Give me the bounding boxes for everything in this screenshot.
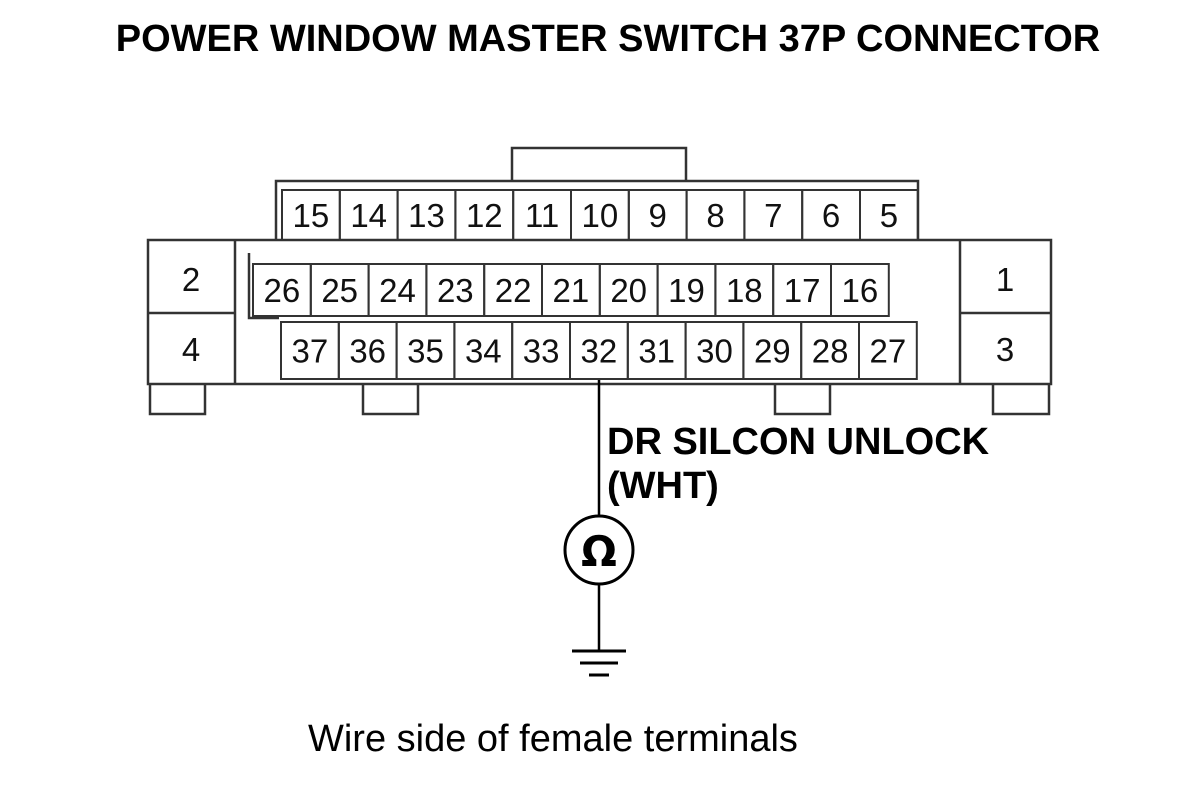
ohmmeter-icon: Ω xyxy=(563,514,635,586)
connector-foot xyxy=(773,384,832,416)
wire-label-name: DR SILCON UNLOCK xyxy=(607,421,990,463)
pin-label-24: 24 xyxy=(379,272,416,309)
pin-label-29: 29 xyxy=(754,333,791,370)
pin-label-8: 8 xyxy=(706,197,724,234)
pin-label-37: 37 xyxy=(292,333,329,370)
pin-label-18: 18 xyxy=(726,272,763,309)
pin-label-16: 16 xyxy=(842,272,879,309)
pin-cell xyxy=(858,321,918,380)
pin-label-5: 5 xyxy=(880,197,898,234)
svg-text:Ω: Ω xyxy=(581,527,617,576)
connector-foot xyxy=(148,384,207,416)
pin-label-15: 15 xyxy=(293,197,330,234)
pin-cell xyxy=(859,189,919,241)
pin-label-6: 6 xyxy=(822,197,840,234)
pin-label-26: 26 xyxy=(264,272,301,309)
pin-label-7: 7 xyxy=(764,197,782,234)
pin-label-36: 36 xyxy=(349,333,386,370)
pin-label-13: 13 xyxy=(408,197,445,234)
caption: Wire side of female terminals xyxy=(308,718,798,760)
pin-label-30: 30 xyxy=(696,333,733,370)
wire-label: DR SILCON UNLOCK (WHT) xyxy=(607,420,989,508)
pin-label-23: 23 xyxy=(437,272,474,309)
pin-label: 4 xyxy=(182,331,200,368)
pin-label-32: 32 xyxy=(581,333,618,370)
pin-cell xyxy=(830,263,890,317)
pin-label-31: 31 xyxy=(638,333,675,370)
pin-label-10: 10 xyxy=(582,197,619,234)
pin-label-12: 12 xyxy=(466,197,503,234)
pin-label-22: 22 xyxy=(495,272,532,309)
pin-label-14: 14 xyxy=(350,197,387,234)
pin-label-17: 17 xyxy=(784,272,821,309)
pin-label-9: 9 xyxy=(649,197,667,234)
connector-foot xyxy=(991,384,1051,416)
pin-label: 3 xyxy=(996,331,1014,368)
pin-label-33: 33 xyxy=(523,333,560,370)
connector-latch xyxy=(510,146,688,181)
pin-label-20: 20 xyxy=(610,272,647,309)
pin-label-25: 25 xyxy=(321,272,358,309)
pin-label-27: 27 xyxy=(870,333,907,370)
wire-label-color: (WHT) xyxy=(607,465,719,507)
pin-label: 1 xyxy=(996,261,1014,298)
connector-foot xyxy=(361,384,420,416)
pin-label: 2 xyxy=(182,261,200,298)
ground-icon xyxy=(572,649,626,677)
pin-label-35: 35 xyxy=(407,333,444,370)
pin-label-34: 34 xyxy=(465,333,502,370)
pin-label-11: 11 xyxy=(525,197,559,234)
pin-label-19: 19 xyxy=(668,272,705,309)
pin-label-28: 28 xyxy=(812,333,849,370)
pin-label-21: 21 xyxy=(553,272,590,309)
page-title: POWER WINDOW MASTER SWITCH 37P CONNECTOR xyxy=(115,18,1101,60)
